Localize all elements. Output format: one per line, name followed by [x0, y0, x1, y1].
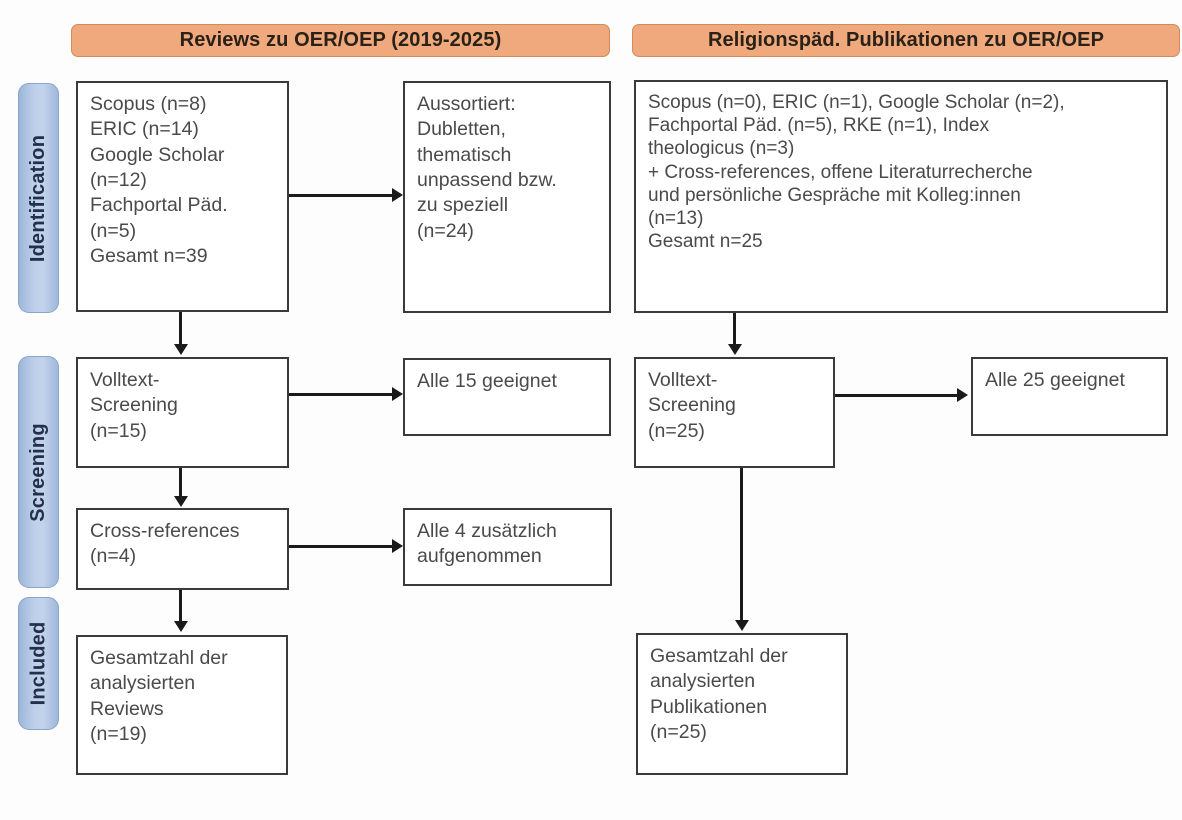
- arrowhead-right-sources-to-screening: [728, 344, 742, 355]
- connector-right-sources-to-screening: [733, 313, 736, 345]
- connector-left-screening-to-result: [289, 393, 396, 396]
- connector-right-screening-to-included: [740, 468, 743, 621]
- column-header-reviews-label: Reviews zu OER/OEP (2019-2025): [179, 29, 502, 51]
- box-right-identification-sources: Scopus (n=0), ERIC (n=1), Google Scholar…: [634, 80, 1168, 313]
- arrowhead-left-sources-to-excluded: [392, 188, 403, 202]
- box-left-fulltext-result: Alle 15 geeignet: [403, 358, 611, 436]
- arrowhead-left-sources-to-screening: [174, 344, 188, 355]
- arrowhead-left-crossrefs-to-result: [392, 539, 403, 553]
- box-right-included-total: Gesamtzahl der analysierten Publikatione…: [636, 633, 848, 775]
- stage-label-included: Included: [27, 621, 50, 706]
- connector-left-sources-to-excluded: [289, 194, 396, 197]
- arrowhead-left-screening-to-crossrefs: [174, 496, 188, 507]
- box-left-excluded: Aussortiert: Dubletten, thematisch unpas…: [403, 81, 611, 313]
- stage-bar-included: Included: [18, 597, 59, 730]
- box-left-cross-references: Cross-references (n=4): [76, 508, 289, 590]
- arrowhead-left-screening-to-result: [392, 387, 403, 401]
- column-header-reviews: Reviews zu OER/OEP (2019-2025): [71, 24, 610, 57]
- arrowhead-left-crossrefs-to-included: [174, 621, 188, 632]
- stage-bar-identification: Identification: [18, 83, 59, 313]
- box-left-cross-references-result: Alle 4 zusätzlich aufgenommen: [403, 508, 612, 586]
- arrowhead-right-screening-to-included: [735, 620, 749, 631]
- box-right-fulltext-screening: Volltext- Screening (n=25): [634, 357, 835, 468]
- connector-left-crossrefs-to-result: [289, 545, 396, 548]
- connector-left-sources-to-screening: [179, 312, 182, 345]
- arrowhead-right-screening-to-result: [957, 388, 968, 402]
- stage-label-screening: Screening: [27, 422, 49, 522]
- box-left-included-total: Gesamtzahl der analysierten Reviews (n=1…: [76, 635, 288, 775]
- connector-left-crossrefs-to-included: [179, 590, 182, 622]
- connector-left-screening-to-crossrefs: [179, 468, 182, 497]
- column-header-publications-label: Religionspäd. Publikationen zu OER/OEP: [707, 29, 1105, 51]
- stage-bar-screening: Screening: [18, 356, 59, 588]
- column-header-publications: Religionspäd. Publikationen zu OER/OEP: [632, 24, 1180, 57]
- connector-right-screening-to-result: [835, 394, 959, 397]
- stage-label-identification: Identification: [27, 134, 49, 262]
- box-left-identification-sources: Scopus (n=8) ERIC (n=14) Google Scholar …: [76, 81, 289, 312]
- box-right-fulltext-result: Alle 25 geeignet: [971, 357, 1168, 436]
- box-left-fulltext-screening: Volltext- Screening (n=15): [76, 357, 289, 468]
